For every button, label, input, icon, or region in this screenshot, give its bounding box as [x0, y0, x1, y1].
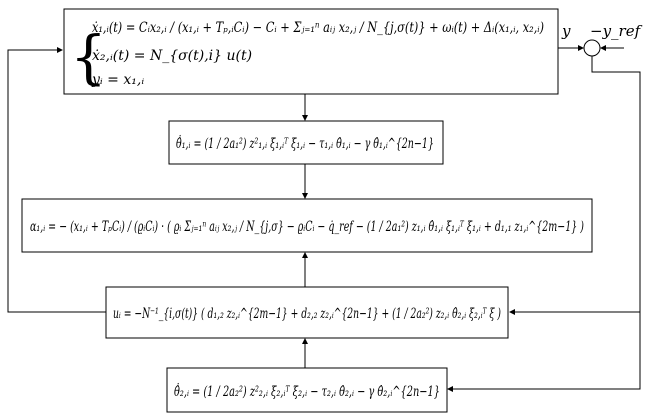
summing-junction	[583, 39, 601, 57]
plant-eq-1: ẋ₁,ᵢ(t) = Cᵢx₂,ᵢ / (x₁,ᵢ + Tₚ,ᵢCᵢ) − Cᵢ …	[92, 20, 544, 36]
virtual-control-block: α₁,ᵢ = − (x₁,ᵢ + TₚCᵢ) / (ϱᵢCᵢ) · ( ϱᵢ Σ…	[21, 164, 593, 253]
theta1-adaptive-law-block: θ̂̇₁,ᵢ = (1 / 2a₁²) z²₁,ᵢ ξ₁,ᵢᵀ ξ₁,ᵢ − τ…	[168, 94, 444, 165]
output-arrowhead	[578, 45, 584, 51]
output-signal-label: y	[561, 22, 571, 40]
control-to-alpha-arrowhead	[302, 252, 308, 258]
plant-model-frame	[63, 8, 559, 95]
control-feedback-path	[7, 47, 106, 313]
theta1-law-text: θ̂̇₁,ᵢ = (1 / 2a₁²) z²₁,ᵢ ξ₁,ᵢᵀ ξ₁,ᵢ − τ…	[176, 134, 434, 152]
reference-signal-label: −y_ref	[590, 22, 643, 40]
control-law-frame	[105, 286, 509, 339]
plant-to-theta1-arrowhead	[302, 115, 308, 121]
alpha-law-text: α₁,ᵢ = − (x₁,ᵢ + TₚCᵢ) / (ϱᵢCᵢ) · ( ϱᵢ Σ…	[30, 219, 584, 235]
control-to-plant-arrowhead	[57, 47, 63, 53]
theta2-to-control-arrowhead	[302, 338, 308, 344]
plant-brace: {	[70, 23, 107, 91]
control-law-text: uᵢ = −N⁻¹_{i,σ(t)} ( d₁,₂ z₂,ᵢ^{2m−1} + …	[113, 306, 501, 322]
control-to-plant-wire	[7, 49, 106, 313]
theta1-law-frame	[168, 120, 444, 165]
error-to-theta2-arrowhead	[447, 386, 453, 392]
alpha-law-frame	[21, 198, 593, 253]
error-feedback-wire	[449, 56, 641, 390]
theta2-law-text: θ̂̇₂,ᵢ = (1 / 2a₂²) z²₂,ᵢ ξ₂,ᵢᵀ ξ₂,ᵢ − τ…	[174, 382, 440, 400]
plant-model-block: { ẋ₁,ᵢ(t) = Cᵢx₂,ᵢ / (x₁,ᵢ + Tₚ,ᵢCᵢ) − C…	[63, 8, 559, 95]
plant-eq-3: yᵢ = x₁,ᵢ	[91, 72, 144, 88]
control-law-block: uᵢ = −N⁻¹_{i,σ(t)} ( d₁,₂ z₂,ᵢ^{2m−1} + …	[105, 252, 509, 339]
plant-eq-2: ẋ₂,ᵢ(t) = N_{σ(t),i} u(t)	[92, 48, 252, 64]
theta2-adaptive-law-block: θ̂̇₂,ᵢ = (1 / 2a₂²) z²₂,ᵢ ξ₂,ᵢᵀ ξ₂,ᵢ − τ…	[166, 338, 448, 413]
theta1-to-alpha-arrowhead	[302, 193, 308, 199]
error-to-control-arrowhead	[509, 309, 515, 315]
theta2-law-frame	[166, 367, 448, 413]
reference-arrowhead	[600, 45, 606, 51]
output-sum-junction: y −y_ref	[447, 22, 643, 392]
